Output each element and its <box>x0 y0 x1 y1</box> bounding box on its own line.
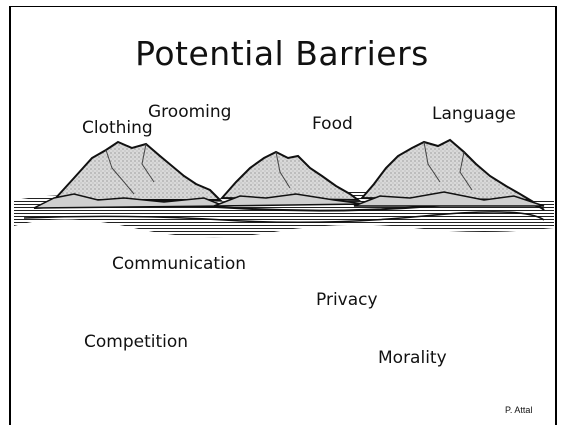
author-credit: P. Attal <box>505 405 533 415</box>
barrier-language: Language <box>432 104 516 124</box>
slide-title: Potential Barriers <box>135 34 429 73</box>
iceberg-illustration <box>14 138 554 238</box>
slide-border-top <box>9 6 557 7</box>
barrier-competition: Competition <box>84 332 189 352</box>
iceberg-icon <box>213 150 365 207</box>
barrier-communication: Communication <box>112 254 246 274</box>
barrier-grooming: Grooming <box>148 102 232 122</box>
barrier-food: Food <box>312 114 353 134</box>
slide-border-left <box>9 6 11 425</box>
barrier-morality: Morality <box>378 348 447 368</box>
barrier-privacy: Privacy <box>316 290 378 310</box>
iceberg-icon <box>33 140 225 209</box>
slide-border-right <box>555 6 557 425</box>
iceberg-icon <box>353 138 545 207</box>
barrier-clothing: Clothing <box>82 118 153 138</box>
